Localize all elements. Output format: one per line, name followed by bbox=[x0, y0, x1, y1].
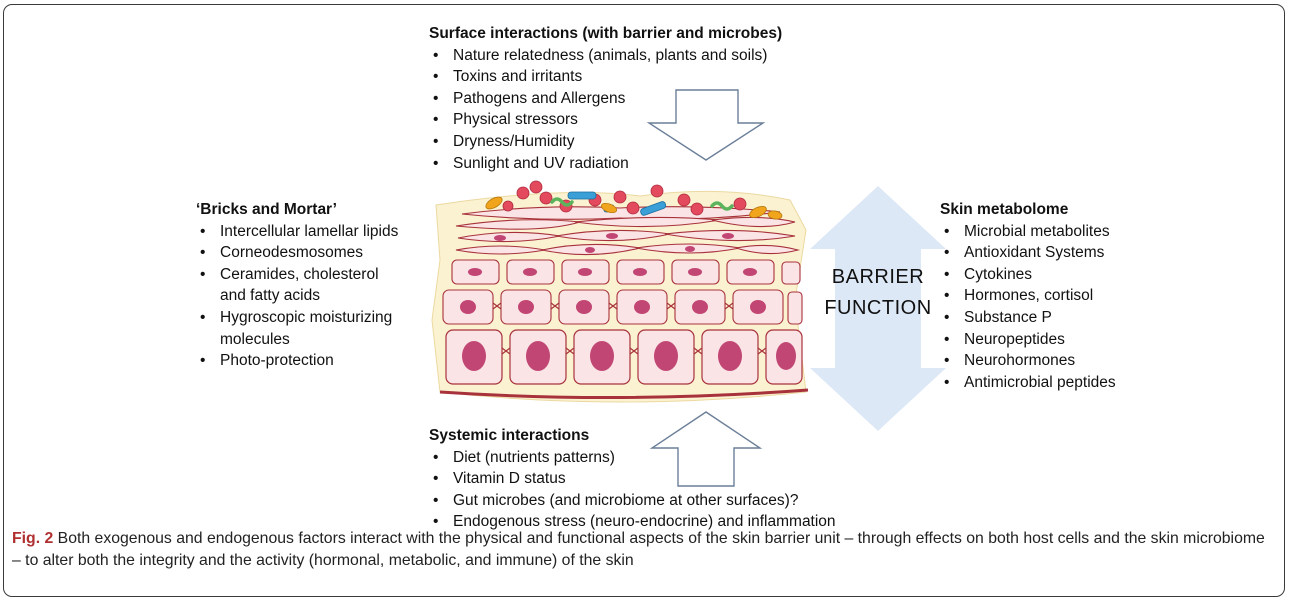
barrier-function-label: BARRIER FUNCTION bbox=[808, 262, 948, 324]
list-item: Nature relatedness (animals, plants and … bbox=[429, 45, 782, 67]
skin-metabolome-block: Skin metabolome Microbial metabolites An… bbox=[940, 199, 1116, 393]
list-item: Dryness/Humidity bbox=[429, 131, 782, 153]
skin-metabolome-list: Microbial metabolites Antioxidant System… bbox=[940, 221, 1116, 394]
list-item: Photo-protection bbox=[196, 350, 415, 372]
caption-text: Both exogenous and endogenous factors in… bbox=[12, 530, 1265, 569]
list-item: Vitamin D status bbox=[429, 468, 836, 490]
list-item: Substance P bbox=[940, 307, 1116, 329]
bricks-mortar-list: Intercellular lamellar lipids Corneodesm… bbox=[196, 221, 415, 372]
list-item: Gut microbes (and microbiome at other su… bbox=[429, 490, 836, 512]
skin-metabolome-title: Skin metabolome bbox=[940, 199, 1116, 221]
barrier-label-line1: BARRIER bbox=[808, 262, 948, 293]
list-item: Neuropeptides bbox=[940, 329, 1116, 351]
figure-caption: Fig. 2 Both exogenous and endogenous fac… bbox=[12, 528, 1274, 572]
systemic-interactions-block: Systemic interactions Diet (nutrients pa… bbox=[429, 425, 836, 533]
surface-interactions-block: Surface interactions (with barrier and m… bbox=[429, 23, 782, 174]
list-item: Toxins and irritants bbox=[429, 66, 782, 88]
list-item: Antimicrobial peptides bbox=[940, 372, 1116, 394]
systemic-interactions-list: Diet (nutrients patterns) Vitamin D stat… bbox=[429, 447, 836, 533]
list-item: Intercellular lamellar lipids bbox=[196, 221, 415, 243]
list-item: Sunlight and UV radiation bbox=[429, 153, 782, 175]
surface-interactions-title: Surface interactions (with barrier and m… bbox=[429, 23, 782, 45]
list-item: Ceramides, cholesterol and fatty acids bbox=[196, 264, 395, 307]
list-item: Hygroscopic moisturizing molecules bbox=[196, 307, 415, 350]
bricks-mortar-block: ‘Bricks and Mortar’ Intercellular lamell… bbox=[196, 199, 415, 372]
list-item: Antioxidant Systems bbox=[940, 242, 1116, 264]
list-item: Pathogens and Allergens bbox=[429, 88, 782, 110]
barrier-label-line2: FUNCTION bbox=[808, 293, 948, 324]
figure-label: Fig. 2 bbox=[12, 530, 53, 547]
surface-interactions-list: Nature relatedness (animals, plants and … bbox=[429, 45, 782, 175]
bricks-mortar-title: ‘Bricks and Mortar’ bbox=[196, 199, 415, 221]
list-item: Cytokines bbox=[940, 264, 1116, 286]
list-item: Microbial metabolites bbox=[940, 221, 1116, 243]
list-item: Physical stressors bbox=[429, 109, 782, 131]
systemic-interactions-title: Systemic interactions bbox=[429, 425, 836, 447]
list-item: Neurohormones bbox=[940, 350, 1116, 372]
list-item: Corneodesmosomes bbox=[196, 242, 415, 264]
list-item: Diet (nutrients patterns) bbox=[429, 447, 836, 469]
list-item: Hormones, cortisol bbox=[940, 285, 1116, 307]
